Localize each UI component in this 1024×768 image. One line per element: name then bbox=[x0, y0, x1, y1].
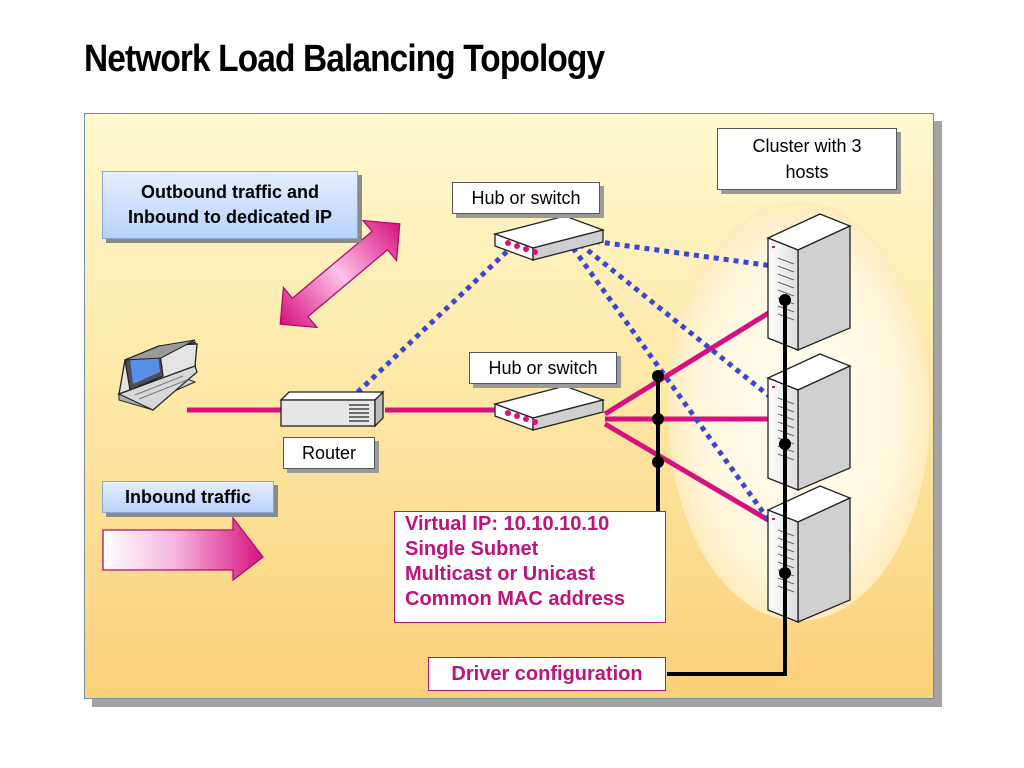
driver-bus bbox=[667, 300, 787, 676]
outbound-label: Outbound traffic and Inbound to dedicate… bbox=[102, 171, 358, 239]
cluster-label-line1: Cluster with 3 bbox=[752, 136, 862, 156]
hub-top-label-text: Hub or switch bbox=[471, 187, 581, 208]
junction-dot bbox=[652, 413, 664, 425]
vip-line3: Multicast or Unicast bbox=[405, 563, 596, 585]
server-icon bbox=[767, 485, 851, 623]
vip-line1: Virtual IP: 10.10.10.10 bbox=[405, 513, 610, 535]
junction-dot bbox=[779, 438, 791, 450]
vip-line2: Single Subnet bbox=[405, 538, 539, 560]
virtual-ip-box: Virtual IP: 10.10.10.10 Single Subnet Mu… bbox=[394, 511, 666, 623]
page-title: Network Load Balancing Topology bbox=[84, 38, 605, 80]
server-icon bbox=[767, 353, 851, 491]
router-label: Router bbox=[283, 437, 375, 469]
hub-top-label: Hub or switch bbox=[452, 182, 600, 214]
driver-config-text: Driver configuration bbox=[451, 662, 643, 685]
double-arrow-icon bbox=[279, 219, 401, 329]
outbound-label-line2: Inbound to dedicated IP bbox=[128, 207, 332, 227]
server-icon bbox=[767, 213, 851, 351]
router-label-text: Router bbox=[301, 442, 357, 463]
topology-diagram bbox=[102, 213, 851, 676]
hub-icon bbox=[494, 385, 604, 431]
hub-mid-label: Hub or switch bbox=[469, 352, 617, 384]
laptop-icon bbox=[117, 339, 198, 411]
cluster-label: Cluster with 3 hosts bbox=[717, 128, 897, 190]
outbound-label-line1: Outbound traffic and bbox=[141, 182, 319, 202]
junction-dot bbox=[779, 567, 791, 579]
cluster-label-line2: hosts bbox=[785, 162, 829, 182]
link-hub-server3 bbox=[603, 421, 777, 527]
dotted-hub-server3 bbox=[570, 246, 776, 528]
inbound-label: Inbound traffic bbox=[102, 481, 274, 513]
junction-dot bbox=[652, 370, 664, 382]
diagram-panel: Cluster with 3 hosts Outbound traffic an… bbox=[84, 113, 934, 699]
link-hub-server1 bbox=[603, 306, 777, 417]
junction-dot bbox=[652, 456, 664, 468]
hub-mid-label-text: Hub or switch bbox=[488, 357, 598, 378]
driver-config-box: Driver configuration bbox=[428, 657, 666, 691]
hub-icon bbox=[494, 215, 604, 261]
right-arrow-icon bbox=[102, 516, 264, 582]
dotted-hub-server2 bbox=[578, 242, 775, 401]
junction-dot bbox=[779, 294, 791, 306]
inbound-label-text: Inbound traffic bbox=[125, 486, 251, 507]
vip-line4: Common MAC address bbox=[405, 588, 626, 610]
dotted-hub-server1 bbox=[584, 237, 774, 269]
router-icon bbox=[279, 390, 385, 428]
